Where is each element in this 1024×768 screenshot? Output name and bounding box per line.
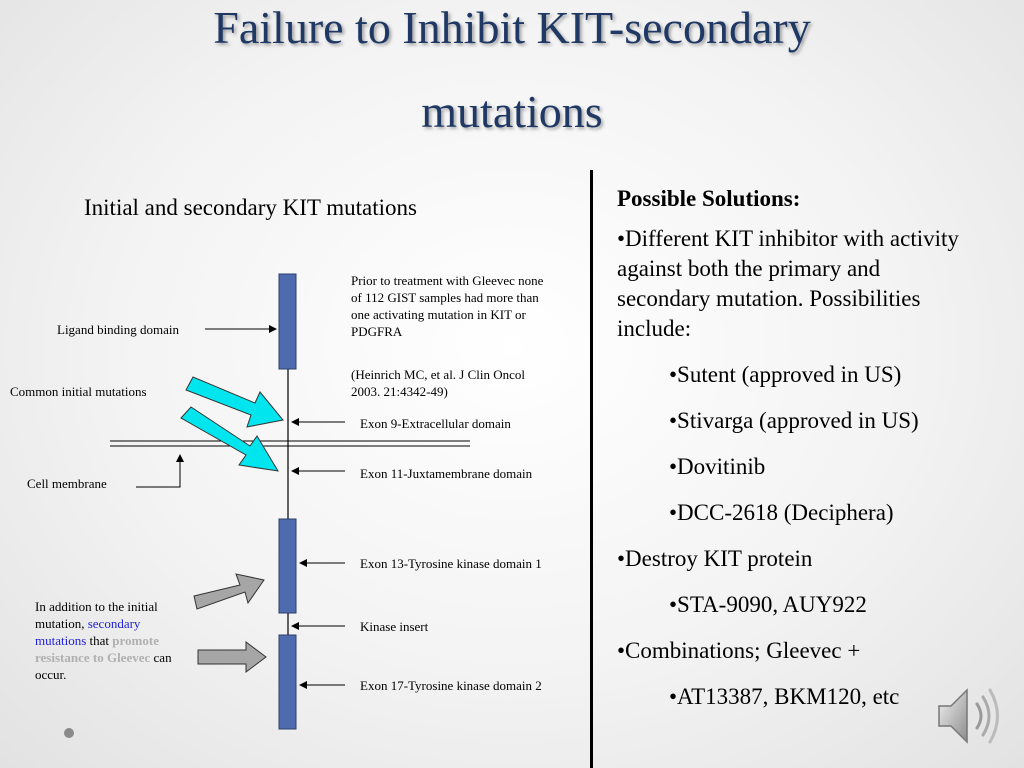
solutions-heading: Possible Solutions: <box>617 186 801 211</box>
slide-dot <box>64 728 74 738</box>
solution-item-2: •Destroy KIT protein <box>617 546 813 571</box>
membrane-pointer <box>136 454 184 488</box>
secondary-mutation-arrow-1 <box>193 573 265 610</box>
kinase-insert-label: Kinase insert <box>360 619 429 634</box>
secondary-note-resistance: promote resistance to Gleevec <box>35 633 159 665</box>
solution-sub-3: •Dovitinib <box>669 454 766 479</box>
exon9-label: Exon 9-Extracellular domain <box>360 416 511 431</box>
common-mutations-label: Common initial mutations <box>10 384 147 399</box>
initial-mutation-arrow-1 <box>185 376 284 428</box>
title-line-1: Failure to Inhibit KIT-secondary <box>213 2 811 53</box>
solution-sub-4: •DCC-2618 (Deciphera) <box>669 500 894 525</box>
secondary-mutation-note: In addition to the initial mutation, sec… <box>35 598 185 683</box>
ligand-binding-domain-box <box>278 273 297 370</box>
exon11-label: Exon 11-Juxtamembrane domain <box>360 466 533 481</box>
citation-note: (Heinrich MC, et al. J Clin Oncol 2003. … <box>351 367 526 399</box>
secondary-note-highlight: secondary mutations <box>35 616 141 648</box>
solution-item-3: •Combinations; Gleevec + <box>617 638 861 663</box>
speaker-icon[interactable] <box>935 682 1007 755</box>
solution-sub-1: •Sutent (approved in US) <box>669 362 902 387</box>
exon17-label: Exon 17-Tyrosine kinase domain 2 <box>360 678 542 693</box>
tyrosine-kinase-domain-2-box <box>278 634 297 730</box>
solution-sub-5: •STA-9090, AUY922 <box>669 592 867 617</box>
kit-receptor-diagram <box>110 273 470 730</box>
diagram-subtitle: Initial and secondary KIT mutations <box>84 195 417 220</box>
title-line-2: mutations <box>421 86 603 137</box>
secondary-note-part3: that <box>89 633 110 648</box>
prior-treatment-note: Prior to treatment with Gleevec none of … <box>351 273 544 339</box>
exon13-label: Exon 13-Tyrosine kinase domain 1 <box>360 556 542 571</box>
tyrosine-kinase-domain-1-box <box>278 518 297 614</box>
vertical-divider <box>590 170 593 768</box>
initial-mutation-arrow-2 <box>180 406 279 472</box>
secondary-note-part1: In addition to the initial mutation, <box>35 599 158 631</box>
solution-sub-6: •AT13387, BKM120, etc <box>669 684 900 709</box>
solution-sub-2: •Stivarga (approved in US) <box>669 408 919 433</box>
secondary-mutation-arrow-2 <box>197 641 267 673</box>
ligand-binding-label: Ligand binding domain <box>57 322 180 337</box>
slide-title: Failure to Inhibit KIT-secondary mutatio… <box>0 0 1024 154</box>
secondary-note-part5: can occur. <box>35 650 172 682</box>
solution-item-1: •Different KIT inhibitor with activity a… <box>617 226 959 341</box>
solutions-panel: Possible Solutions: •Different KIT inhib… <box>617 184 977 728</box>
cell-membrane-label: Cell membrane <box>27 476 107 491</box>
